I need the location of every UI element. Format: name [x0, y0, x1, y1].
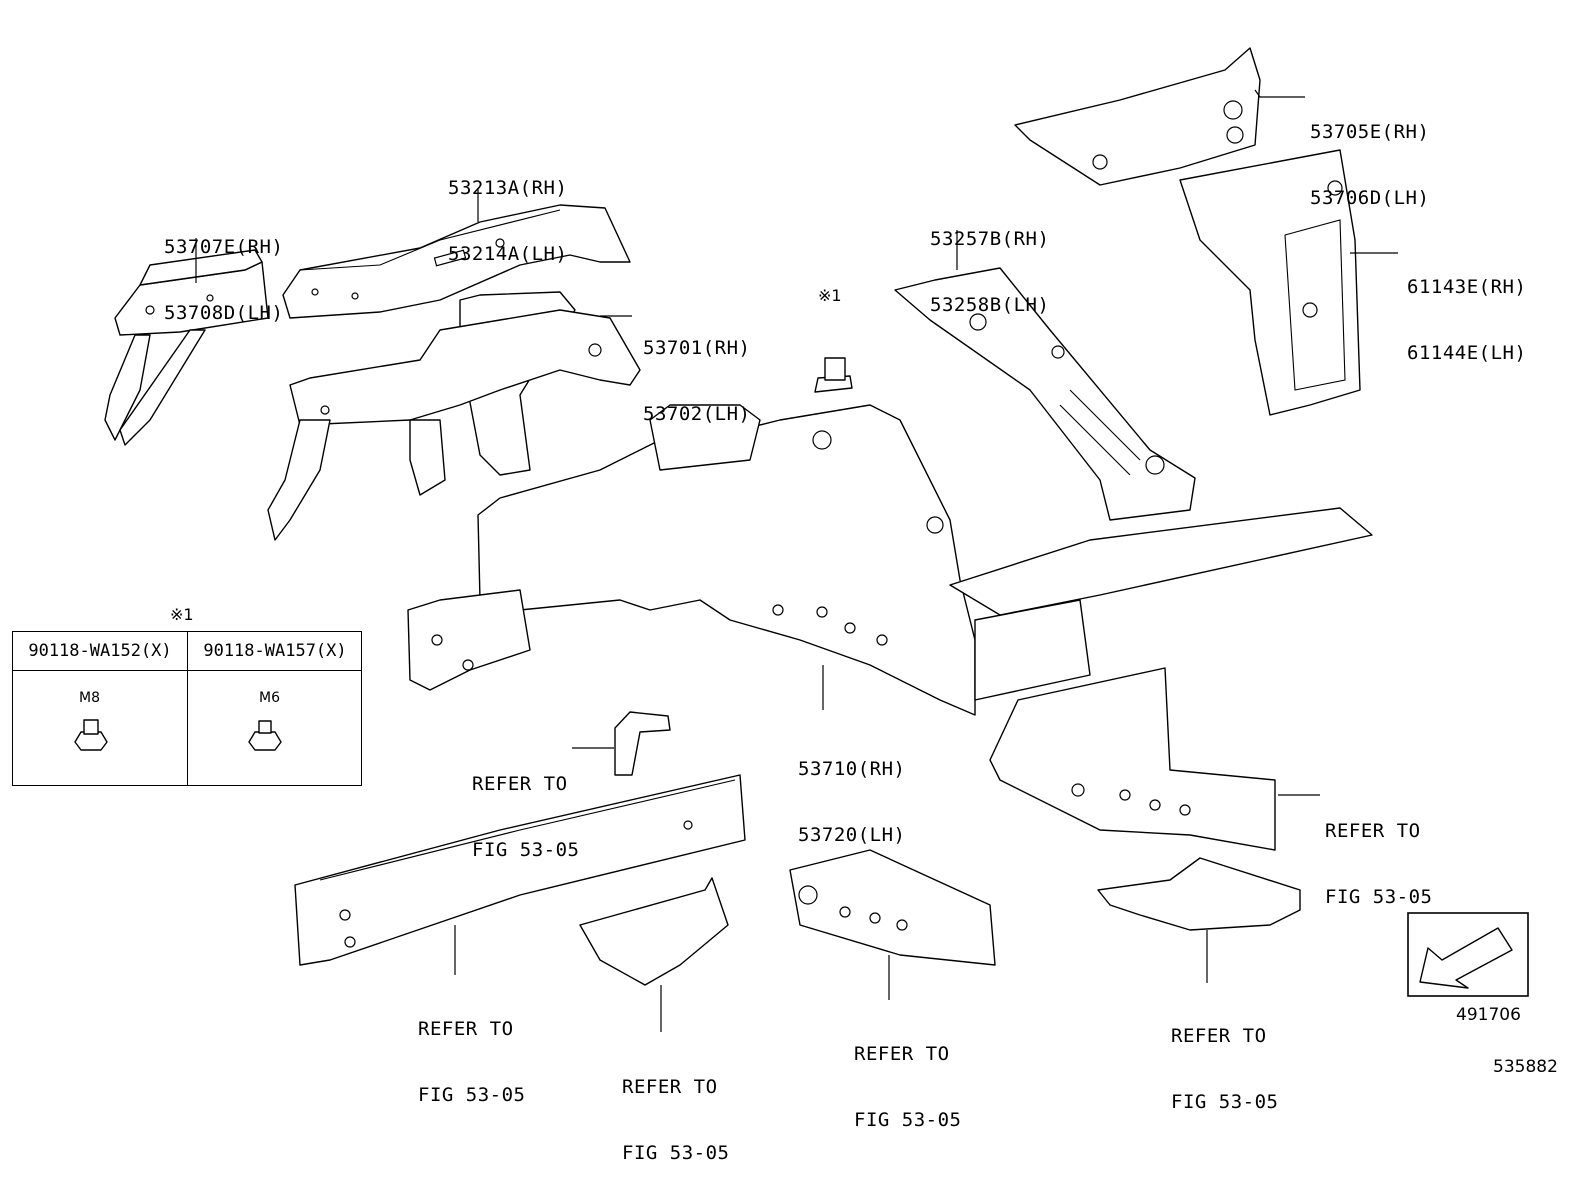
refer-label-3: REFER TO FIG 53-05	[418, 974, 525, 1128]
callout-53213-lh: 53214A(LH)	[448, 243, 568, 265]
callout-61143: 61143E(RH) 61144E(LH)	[1407, 232, 1526, 386]
callout-53707: 53707E(RH) 53708D(LH)	[164, 192, 283, 346]
callout-53701-lh: 53702(LH)	[643, 403, 751, 425]
refer-label-2-line2: FIG 53-05	[1325, 886, 1433, 908]
callout-53257: 53257B(RH) 53258B(LH)	[930, 184, 1049, 338]
refer-label-6-line1: REFER TO	[622, 1076, 718, 1098]
refer-label-2-line1: REFER TO	[1325, 820, 1421, 842]
refer-label-3-line1: REFER TO	[418, 1018, 514, 1040]
refer-label-4: REFER TO FIG 53-05	[1171, 981, 1278, 1135]
parts-illustration	[104, 47, 1529, 1032]
part-ref-bracket-5	[989, 667, 1276, 851]
refer-label-1-line2: FIG 53-05	[472, 839, 580, 861]
refer-label-6-line2: FIG 53-05	[622, 1142, 730, 1164]
nut-icon	[814, 357, 853, 393]
refer-label-4-line1: REFER TO	[1171, 1025, 1267, 1047]
refer-label-1-line1: REFER TO	[472, 773, 568, 795]
front-direction-arrow-icon	[1407, 912, 1529, 997]
callout-53701: 53701(RH) 53702(LH)	[643, 293, 750, 447]
refer-label-5-line2: FIG 53-05	[854, 1109, 962, 1131]
leader-lines	[195, 89, 1398, 1032]
refer-label-3-line2: FIG 53-05	[418, 1084, 526, 1106]
part-53213-upper-rail	[282, 204, 631, 319]
table-mark: ※1	[170, 605, 194, 624]
callout-53701-rh: 53701(RH)	[643, 337, 751, 359]
refer-label-5-line1: REFER TO	[854, 1043, 950, 1065]
refer-label-1: REFER TO FIG 53-05	[472, 729, 579, 883]
table-size-2: M6	[259, 690, 280, 706]
callout-53213: 53213A(RH) 53214A(LH)	[448, 133, 567, 287]
note-mark-nut: ※1	[818, 286, 842, 305]
table-divider	[187, 632, 188, 785]
part-ref-bracket-6	[1097, 857, 1301, 931]
illustration-number: 491706	[1456, 1005, 1521, 1025]
table-size-1: M8	[79, 690, 100, 706]
part-53707-bracket	[104, 249, 269, 446]
fastener-table: 90118-WA152(X) 90118-WA157(X) M8 M6	[12, 631, 362, 786]
table-part-number-1: 90118-WA152(X)	[13, 632, 188, 671]
callout-53707-lh: 53708D(LH)	[164, 302, 284, 324]
callout-61143-rh: 61143E(RH)	[1407, 276, 1527, 298]
part-53701-apron	[267, 291, 641, 541]
callout-53257-lh: 53258B(LH)	[930, 294, 1050, 316]
part-53705-upper-panel	[1014, 47, 1261, 186]
callout-53710-rh: 53710(RH)	[798, 758, 906, 780]
refer-label-5: REFER TO FIG 53-05	[854, 999, 961, 1153]
refer-label-2: REFER TO FIG 53-05	[1325, 776, 1432, 930]
part-53257-inner-panel	[894, 267, 1196, 521]
callout-53710-lh: 53720(LH)	[798, 824, 906, 846]
part-ref-lower-rail	[294, 774, 746, 966]
callout-53705-lh: 53706D(LH)	[1310, 187, 1430, 209]
diagram-number: 535882	[1493, 1057, 1558, 1077]
table-part-number-2: 90118-WA157(X)	[188, 632, 362, 671]
part-ref-bracket-4	[789, 849, 996, 966]
part-ref-bracket-1	[614, 711, 671, 776]
part-ref-bracket-3	[579, 877, 729, 986]
callout-53707-rh: 53707E(RH)	[164, 236, 284, 258]
callout-53705-rh: 53705E(RH)	[1310, 121, 1430, 143]
nut-m6-icon	[248, 720, 282, 751]
callout-61143-lh: 61144E(LH)	[1407, 342, 1527, 364]
callout-53257-rh: 53257B(RH)	[930, 228, 1050, 250]
nut-m8-icon	[74, 719, 108, 751]
refer-label-6: REFER TO FIG 53-05	[622, 1032, 729, 1186]
refer-label-4-line2: FIG 53-05	[1171, 1091, 1279, 1113]
callout-53213-rh: 53213A(RH)	[448, 177, 568, 199]
part-53710-main-frame	[407, 404, 1373, 716]
callout-53705: 53705E(RH) 53706D(LH)	[1310, 77, 1429, 231]
part-61143-pillar	[1179, 149, 1361, 416]
callout-53710: 53710(RH) 53720(LH)	[798, 714, 905, 868]
